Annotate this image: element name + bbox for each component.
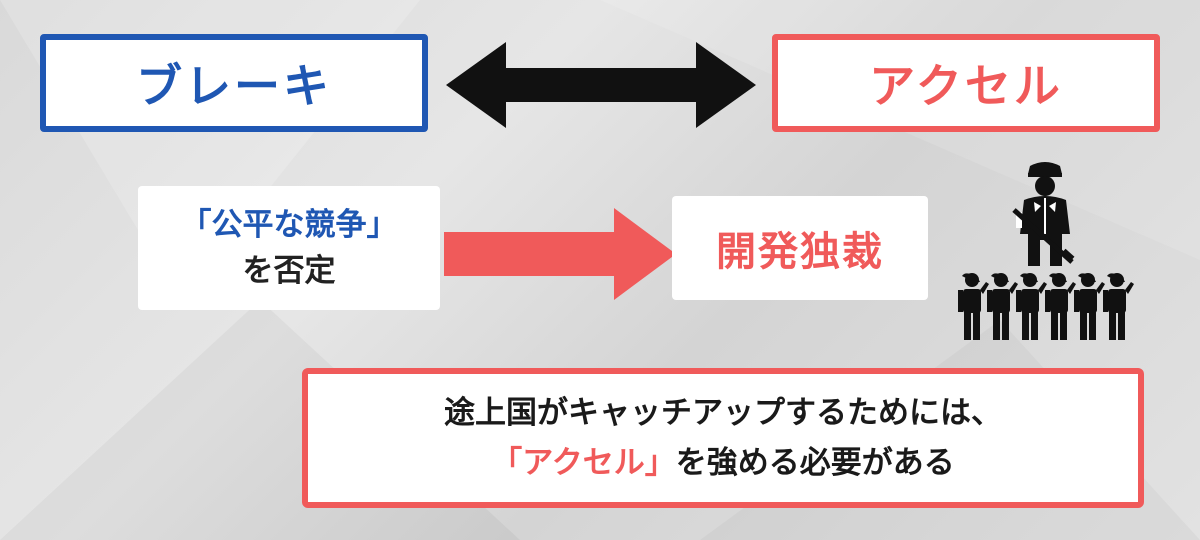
- fair-competition-box: 「公平な競争」 を否定: [138, 186, 440, 310]
- double-headed-arrow-icon: [446, 42, 756, 128]
- fair-competition-label: 「公平な競争」: [180, 207, 398, 243]
- development-dictatorship-box: 開発独裁: [672, 196, 928, 300]
- accel-box: アクセル: [772, 34, 1160, 132]
- denial-label: を否定: [242, 253, 336, 289]
- conclusion-box: 途上国がキャッチアップするためには、 「アクセル」を強める必要がある: [302, 368, 1144, 508]
- accel-label: アクセル: [869, 59, 1063, 113]
- conclusion-line-1: 途上国がキャッチアップするためには、: [444, 395, 1002, 431]
- right-arrow-icon: [444, 208, 676, 300]
- saluting-crowd-icon: [958, 273, 1134, 340]
- conclusion-line-2: 「アクセル」を強める必要がある: [491, 438, 954, 488]
- development-dictatorship-label: 開発独裁: [716, 229, 884, 275]
- conclusion-line-2-rest: を強める必要がある: [675, 445, 955, 481]
- armed-soldier-icon: [1012, 162, 1075, 266]
- brake-label: ブレーキ: [136, 59, 332, 113]
- brake-box: ブレーキ: [40, 34, 428, 132]
- accel-highlight: 「アクセル」: [491, 445, 676, 481]
